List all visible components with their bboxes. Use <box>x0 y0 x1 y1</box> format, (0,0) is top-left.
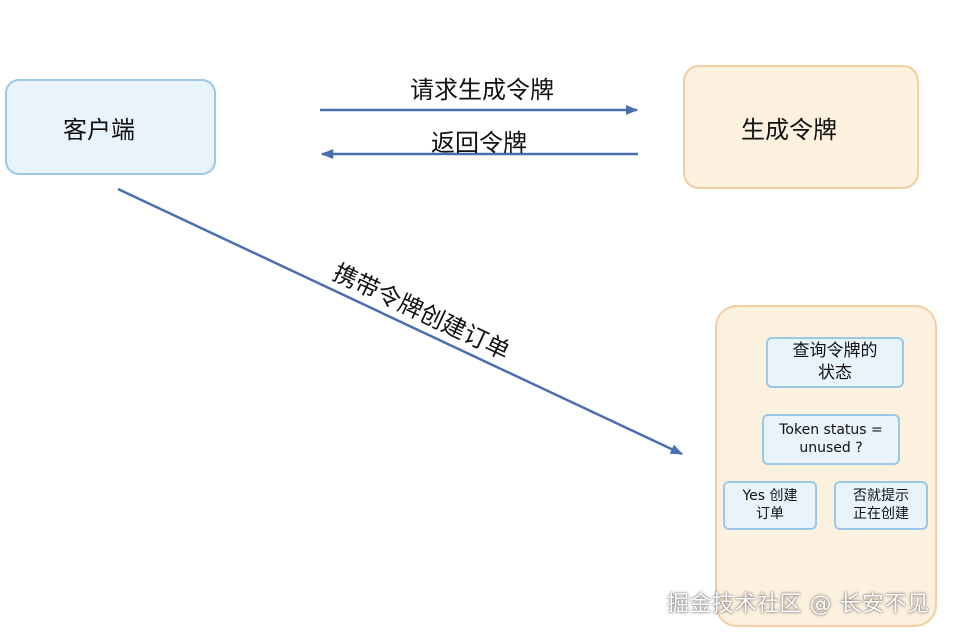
carry-token-arrow <box>117 187 684 456</box>
generator-label: 生成令牌 <box>741 115 837 144</box>
token-generator-node: 生成令牌 <box>683 65 919 189</box>
token-status-condition-node: Token status = unused ? <box>762 414 900 465</box>
client-node: 客户端 <box>5 79 216 175</box>
yes-create-order-node: Yes 创建 订单 <box>723 481 817 530</box>
client-label: 客户端 <box>63 115 135 144</box>
watermark-text: 掘金技术社区 @ 长安不见 <box>667 592 930 617</box>
request-token-label: 请求生成令牌 <box>410 76 554 104</box>
check-token-status-node: 查询令牌的 状态 <box>766 337 904 388</box>
return-token-label: 返回令牌 <box>431 129 527 157</box>
no-creating-prompt-node: 否就提示 正在创建 <box>834 481 928 530</box>
